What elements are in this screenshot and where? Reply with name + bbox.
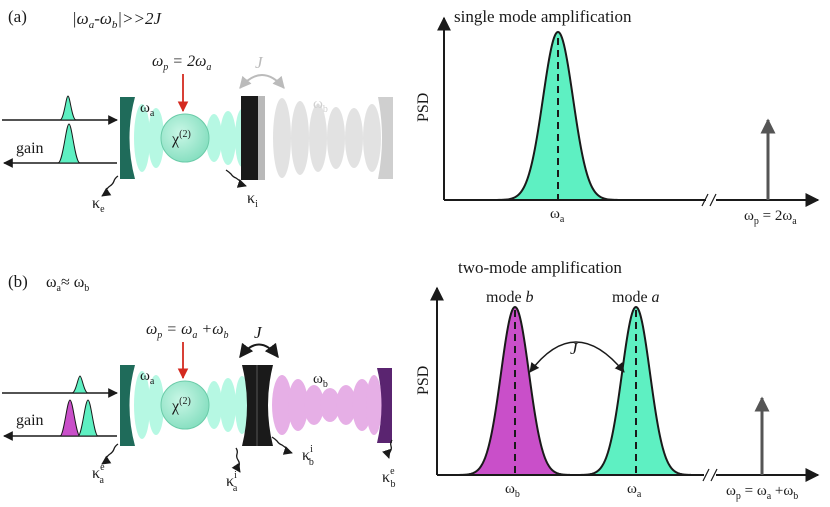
plot-b-coupling-label: J: [570, 339, 579, 358]
gain-label-b: gain: [16, 412, 44, 429]
coupling-arrow-b: [239, 342, 279, 359]
output-pulse-mode-b: [59, 399, 81, 437]
loss-kappa-i-a: [225, 169, 247, 188]
mode-b-freq-label-b: ωb: [313, 371, 328, 390]
loss-kappa-e-a: [101, 175, 119, 197]
plot-a-axis-break: [701, 193, 717, 207]
input-pulse-b: [71, 375, 89, 394]
coupling-mirror-a: [241, 96, 258, 180]
plot-b-axis-break: [702, 468, 718, 482]
plot-b-peak-mode-a: [580, 305, 692, 477]
loss-kappa-b-i: [271, 436, 293, 455]
plot-a-pump-label: ωp = 2ωa: [744, 208, 797, 227]
input-pulse-a: [59, 95, 77, 121]
mode-b-field-ghost: [273, 98, 381, 178]
input-mirror-b: [120, 365, 135, 446]
mode-b-freq-label: ωb: [313, 96, 328, 115]
panel-b-condition: ωa≈ ωb: [46, 274, 89, 294]
chi2-label-b: χ(2): [171, 396, 191, 415]
mode-a-field-b: [134, 371, 249, 439]
panel-a-condition: |ωa-ωb|>>2J: [72, 9, 162, 31]
plot-b-pump-label: ωp = ωa +ωb: [726, 483, 798, 502]
input-mirror-a: [120, 97, 135, 179]
chi2-label: χ(2): [171, 129, 191, 148]
chi2-crystal-b: [160, 380, 210, 430]
plot-a-title: single mode amplification: [454, 7, 632, 26]
output-mirror-b: [377, 368, 392, 443]
pump-label-a: ωp = 2ωa: [152, 53, 211, 73]
plot-b-peak-a-label: ωa: [627, 481, 642, 500]
chi2-crystal: [160, 113, 210, 163]
loss-kappa-b-e: [382, 439, 393, 459]
mode-a-freq-label: ωa: [140, 100, 155, 119]
panel-b-plot: two-mode amplification PSD mode b mode a…: [415, 258, 820, 502]
panel-a-label: (a): [8, 7, 27, 26]
ghost-mirror-b: [378, 97, 393, 179]
panel-b-label: (b): [8, 272, 28, 291]
output-pulse-a: [57, 123, 81, 164]
plot-b-y-label: PSD: [415, 366, 432, 395]
pump-label-b: ωp = ωa +ωb: [146, 321, 228, 341]
panel-b-cavity: (b) ωa≈ ωb χ(2) ωa ωb ωp = ωa +ωb: [2, 272, 396, 494]
coupling-label-a: J: [255, 53, 264, 72]
plot-a-peak-label: ωa: [550, 206, 565, 225]
plot-b-peak-b-label: ωb: [505, 481, 520, 500]
coupling-arrow-a: [239, 74, 285, 89]
coupling-label-b: J: [254, 323, 263, 342]
kappa-e-label-a: κe: [92, 195, 105, 215]
plot-b-mode-b-title: mode b: [486, 289, 534, 306]
plot-b-mode-a-title: mode a: [612, 289, 660, 306]
panel-a-plot: single mode amplification PSD ωa ωp = 2ω…: [415, 7, 820, 227]
panel-a-cavity: (a) |ωa-ωb|>>2J χ(2) ωa: [2, 7, 393, 215]
plot-b-peak-mode-b: [459, 305, 571, 477]
plot-b-title: two-mode amplification: [458, 258, 622, 277]
loss-kappa-a-i: [231, 447, 241, 473]
loss-kappa-a-e: [101, 443, 119, 465]
kappa-i-label-a: κi: [247, 190, 258, 210]
plot-b-coupling-arrow: [529, 341, 625, 373]
mode-a-freq-label-b: ωa: [140, 368, 155, 387]
gain-label-a: gain: [16, 140, 44, 157]
mode-b-field: [272, 375, 382, 435]
plot-a-y-label: PSD: [415, 93, 432, 122]
output-pulse-mode-a: [77, 399, 99, 437]
